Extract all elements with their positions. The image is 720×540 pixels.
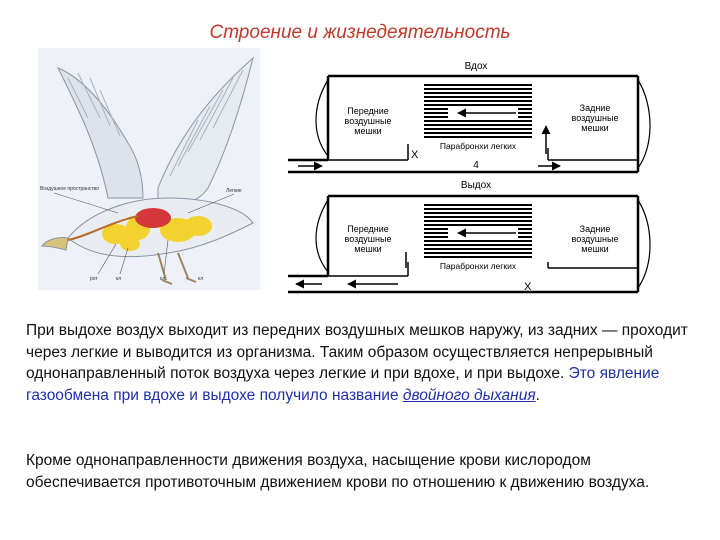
bird-label-3: кл bbox=[160, 276, 165, 282]
exhale-parabronchi-label: Парабронхи легких bbox=[440, 261, 517, 271]
inhale-front-sacs-line2: воздушные bbox=[345, 116, 392, 126]
bird-wing-back bbox=[56, 67, 144, 199]
bird-label-lungs: Легкие bbox=[226, 188, 242, 194]
exhale-front-sacs-line2: воздушные bbox=[345, 234, 392, 244]
inhale-rear-sacs-line3: мешки bbox=[581, 123, 608, 133]
step-number: 4 bbox=[473, 160, 479, 171]
paragraph1-highlight-text: Это явление газообмена при вдохе и выдох… bbox=[26, 365, 660, 404]
airflow-diagram: Вдох Передние воздушные мешки Задние воз… bbox=[288, 61, 651, 294]
slide-title: Строение и жизнедеятельность bbox=[209, 22, 511, 43]
bird-respiratory-illustration: Воздушное пространство Легкие рот кл кл … bbox=[38, 48, 260, 290]
exhale-front-sacs-line3: мешки bbox=[354, 244, 381, 254]
exhale-rear-sacs-line1: Задние bbox=[580, 224, 611, 234]
inhale-front-sacs-line1: Передние bbox=[347, 106, 389, 116]
bird-label-2: кл bbox=[116, 276, 121, 282]
bird-head bbox=[41, 237, 69, 251]
paragraph1-end: . bbox=[535, 386, 540, 404]
inhale-panel: Вдох Передние воздушные мешки Задние воз… bbox=[288, 61, 651, 174]
trachea bbox=[67, 215, 139, 241]
paragraph1-main-text: При выдохе воздух выходит из передних во… bbox=[26, 322, 688, 382]
inhale-rear-sacs-line2: воздушные bbox=[572, 113, 619, 123]
bird-legs bbox=[157, 252, 197, 285]
inhale-rear-sacs-line1: Задние bbox=[580, 103, 611, 113]
inhale-title: Вдох bbox=[465, 61, 488, 72]
inhale-front-sacs-line3: мешки bbox=[354, 126, 381, 136]
paragraph-exhale-description: При выдохе воздух выходит из передних во… bbox=[26, 320, 696, 406]
double-breathing-term[interactable]: двойного дыхания bbox=[402, 386, 536, 404]
lungs bbox=[135, 208, 171, 228]
exhale-title: Выдох bbox=[461, 180, 491, 191]
exhale-front-sacs-line1: Передние bbox=[347, 224, 389, 234]
bird-label-airspace: Воздушное пространство bbox=[40, 186, 99, 192]
exhale-rear-sacs-line3: мешки bbox=[581, 244, 608, 254]
exhale-rear-sacs-line2: воздушные bbox=[572, 234, 619, 244]
bird-label-lines bbox=[53, 192, 235, 275]
inhale-parabronchi-label: Парабронхи легких bbox=[440, 141, 517, 151]
bird-label-1: рот bbox=[90, 276, 98, 282]
air-sacs bbox=[102, 216, 212, 251]
inhale-block-mark: X bbox=[411, 149, 419, 161]
bird-label-4: кл bbox=[198, 276, 203, 282]
exhale-block-mark: X bbox=[524, 281, 532, 293]
paragraph-countercurrent: Кроме однонаправленности движения воздух… bbox=[26, 452, 650, 491]
exhale-panel: Выдох Передние воздушные мешки Задние во… bbox=[288, 180, 651, 294]
